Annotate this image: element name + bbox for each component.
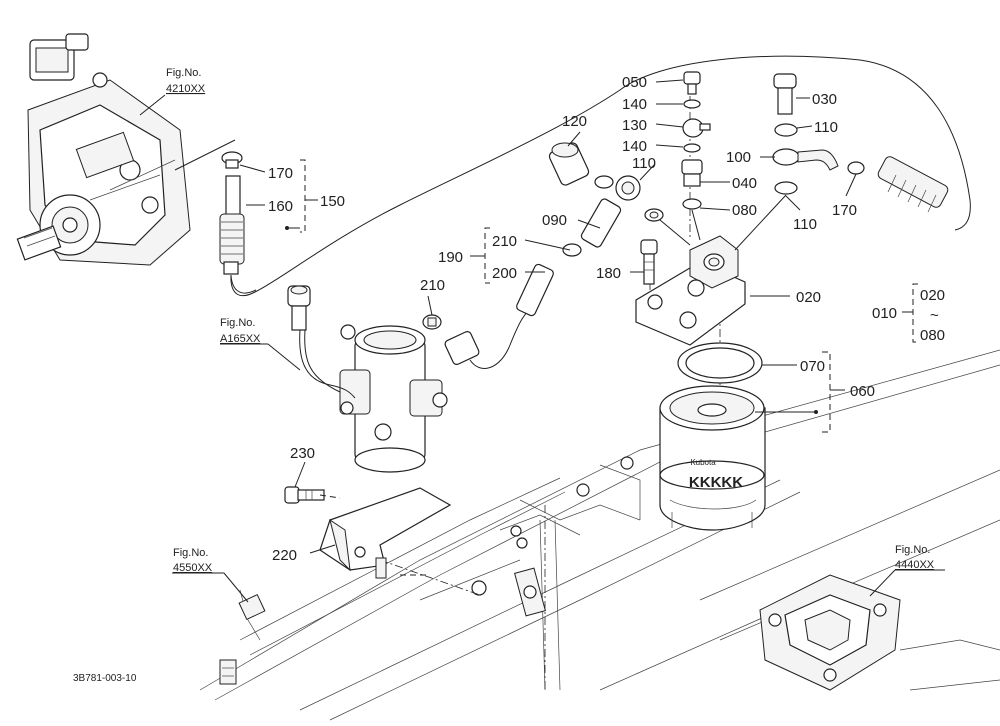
label-040: 040 bbox=[732, 175, 757, 192]
fig-ref-4440-code: 4440XX bbox=[895, 559, 935, 571]
washer-140a bbox=[683, 99, 701, 109]
drawing-number: 3B781-003-10 bbox=[73, 673, 137, 684]
hose-segment bbox=[444, 331, 480, 365]
label-010: 010 bbox=[872, 305, 897, 322]
label-100: 100 bbox=[726, 149, 751, 166]
fig-ref-a165-code: A165XX bbox=[220, 333, 261, 345]
label-130: 130 bbox=[622, 117, 647, 134]
label-150: 150 bbox=[320, 193, 345, 210]
bolt-050 bbox=[683, 71, 701, 95]
label-090: 090 bbox=[542, 212, 567, 229]
washer-110a bbox=[774, 123, 798, 137]
label-range-start: 020 bbox=[920, 287, 945, 304]
label-140b: 140 bbox=[622, 138, 647, 155]
pipe-joint-100 bbox=[772, 148, 839, 171]
fig-ref-a165-prefix: Fig.No. bbox=[220, 317, 255, 329]
chassis-frame bbox=[199, 349, 1000, 721]
filter-head-020 bbox=[635, 235, 746, 346]
hose-assembly-left bbox=[219, 151, 245, 275]
label-230: 230 bbox=[290, 445, 315, 462]
label-220: 220 bbox=[272, 547, 297, 564]
label-200: 200 bbox=[492, 265, 517, 282]
label-210b: 210 bbox=[420, 277, 445, 294]
label-180: 180 bbox=[596, 265, 621, 282]
washer bbox=[594, 175, 614, 189]
solenoid-fuel-pump bbox=[287, 285, 448, 473]
fig-ref-4550-code: 4550XX bbox=[173, 562, 213, 574]
washer-080a bbox=[682, 198, 702, 210]
injection-pump bbox=[16, 33, 191, 266]
label-080a: 080 bbox=[732, 202, 757, 219]
label-190: 190 bbox=[438, 249, 463, 266]
leaders bbox=[139, 79, 945, 603]
fitting-040 bbox=[681, 159, 703, 187]
label-050: 050 bbox=[622, 74, 647, 91]
fitting-090 bbox=[580, 175, 641, 248]
fig-ref-4210-prefix: Fig.No. bbox=[166, 67, 201, 79]
label-range-end: 080 bbox=[920, 327, 945, 344]
label-060: 060 bbox=[850, 383, 875, 400]
fuel-hose-right bbox=[877, 156, 949, 213]
hose-clamp-210b bbox=[562, 243, 582, 257]
label-070: 070 bbox=[800, 358, 825, 375]
washer-110c bbox=[774, 181, 798, 195]
label-170b: 170 bbox=[832, 202, 857, 219]
bolt-030 bbox=[773, 73, 797, 115]
label-030: 030 bbox=[812, 91, 837, 108]
bracket-220 bbox=[319, 487, 452, 579]
hose-clamp-170b bbox=[847, 161, 865, 175]
label-110c: 110 bbox=[793, 216, 817, 233]
fig-ref-4210-code: 4210XX bbox=[166, 83, 206, 95]
label-020: 020 bbox=[796, 289, 821, 306]
hose-clamp-210 bbox=[422, 314, 442, 330]
joint-130 bbox=[682, 118, 711, 138]
bolt-180 bbox=[640, 239, 658, 285]
fuel-hose-200 bbox=[516, 263, 554, 317]
filter-mark-text: KKKKK bbox=[689, 474, 743, 491]
label-160: 160 bbox=[268, 198, 293, 215]
fig-ref-4550-prefix: Fig.No. bbox=[173, 547, 208, 559]
fuel-filter-cartridge bbox=[659, 385, 766, 531]
label-120: 120 bbox=[562, 113, 587, 130]
bolt-120 bbox=[548, 142, 590, 186]
bolt-230 bbox=[284, 486, 325, 504]
label-range-tilde: ~ bbox=[930, 307, 939, 324]
filter-brand-text: Kubota bbox=[690, 458, 716, 467]
label-110b: 110 bbox=[814, 119, 838, 136]
label-140a: 140 bbox=[622, 96, 647, 113]
washer-140b bbox=[683, 143, 701, 153]
fig-ref-4440-prefix: Fig.No. bbox=[895, 544, 930, 556]
label-170a: 170 bbox=[268, 165, 293, 182]
label-110a: 110 bbox=[632, 155, 656, 172]
label-210a: 210 bbox=[492, 233, 517, 250]
